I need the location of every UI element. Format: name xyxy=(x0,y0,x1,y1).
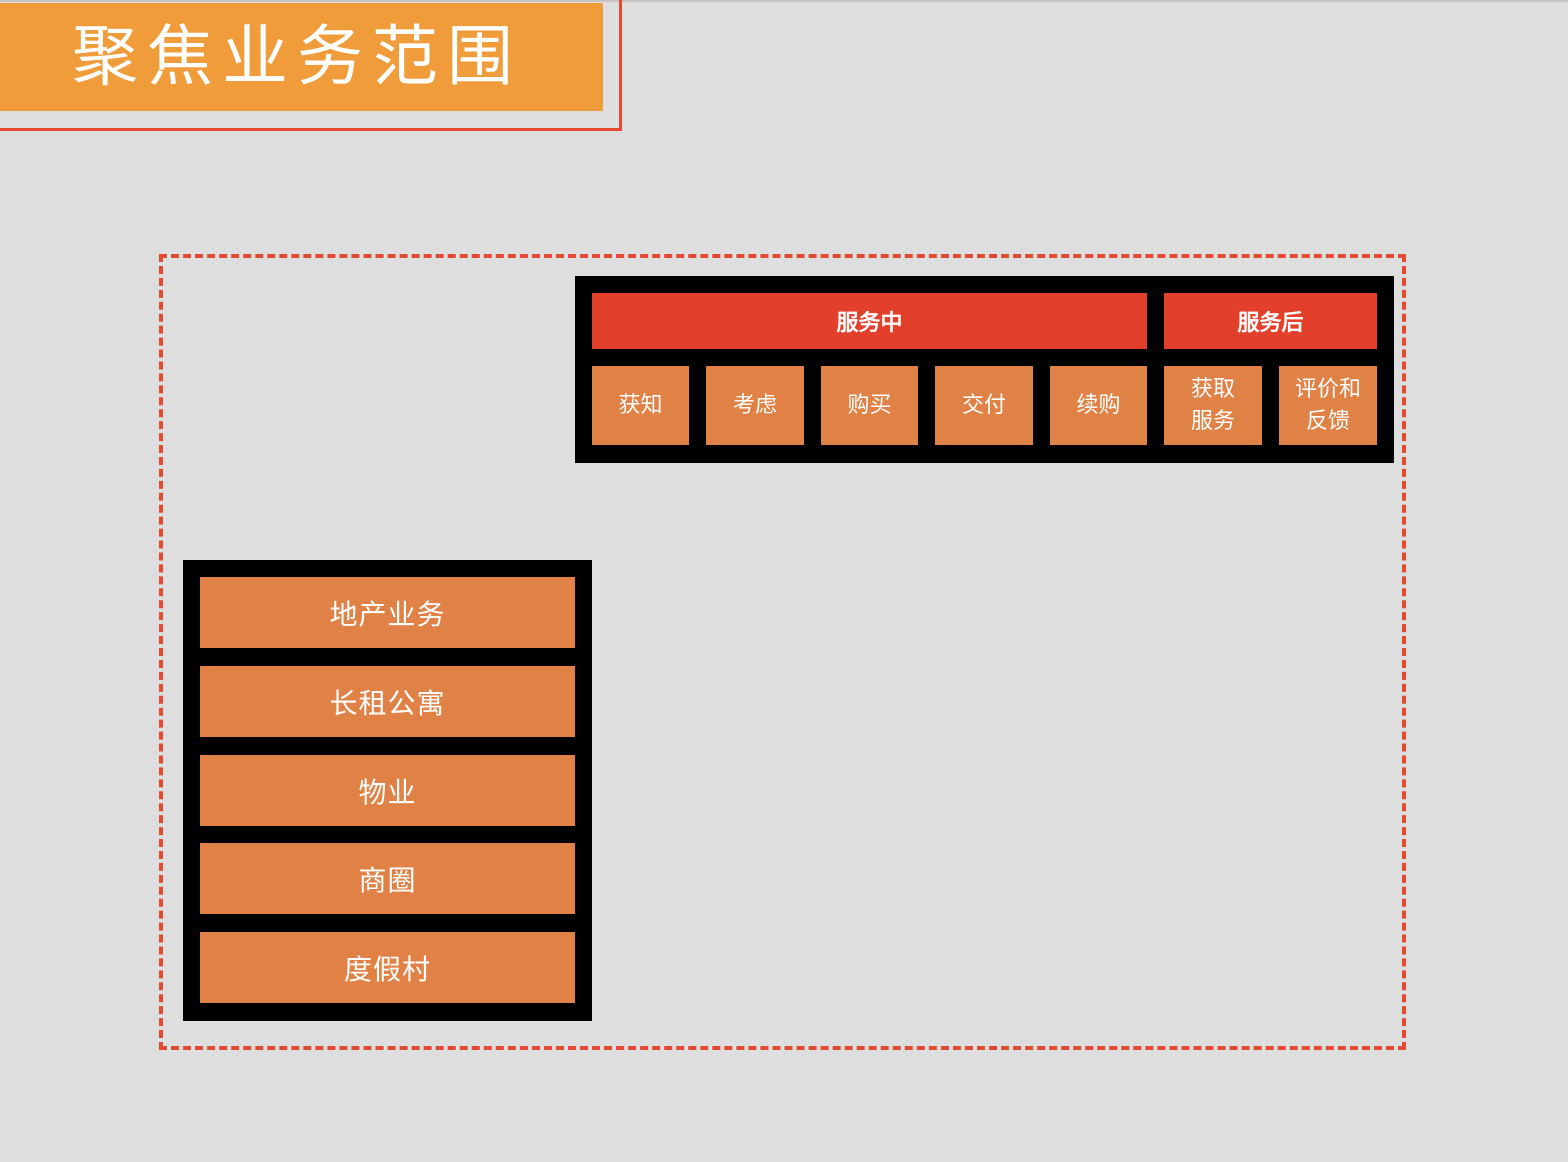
stage-cell-awareness: 获知 xyxy=(592,366,689,445)
stage-cell-purchase: 购买 xyxy=(821,366,918,445)
title-banner: 聚焦业务范围 xyxy=(0,3,603,111)
stage-cell-repurchase: 续购 xyxy=(1050,366,1147,445)
business-item-resort: 度假村 xyxy=(200,932,575,1003)
title-frame xyxy=(0,0,622,131)
business-item-real-estate: 地产业务 xyxy=(200,577,575,648)
business-item-commercial-district: 商圈 xyxy=(200,843,575,914)
stage-cell-get-service: 获取服务 xyxy=(1164,366,1262,445)
header-during-service: 服务中 xyxy=(592,293,1147,349)
top-rule xyxy=(0,0,1568,2)
scope-dashed-frame xyxy=(159,254,1406,1050)
business-item-long-term-rental: 长租公寓 xyxy=(200,666,575,737)
business-item-property-management: 物业 xyxy=(200,755,575,826)
stage-cell-consideration: 考虑 xyxy=(706,366,804,445)
header-after-service: 服务后 xyxy=(1164,293,1377,349)
stage-cell-delivery: 交付 xyxy=(935,366,1033,445)
stage-cell-review-feedback: 评价和反馈 xyxy=(1279,366,1377,445)
page-title: 聚焦业务范围 xyxy=(72,18,522,95)
